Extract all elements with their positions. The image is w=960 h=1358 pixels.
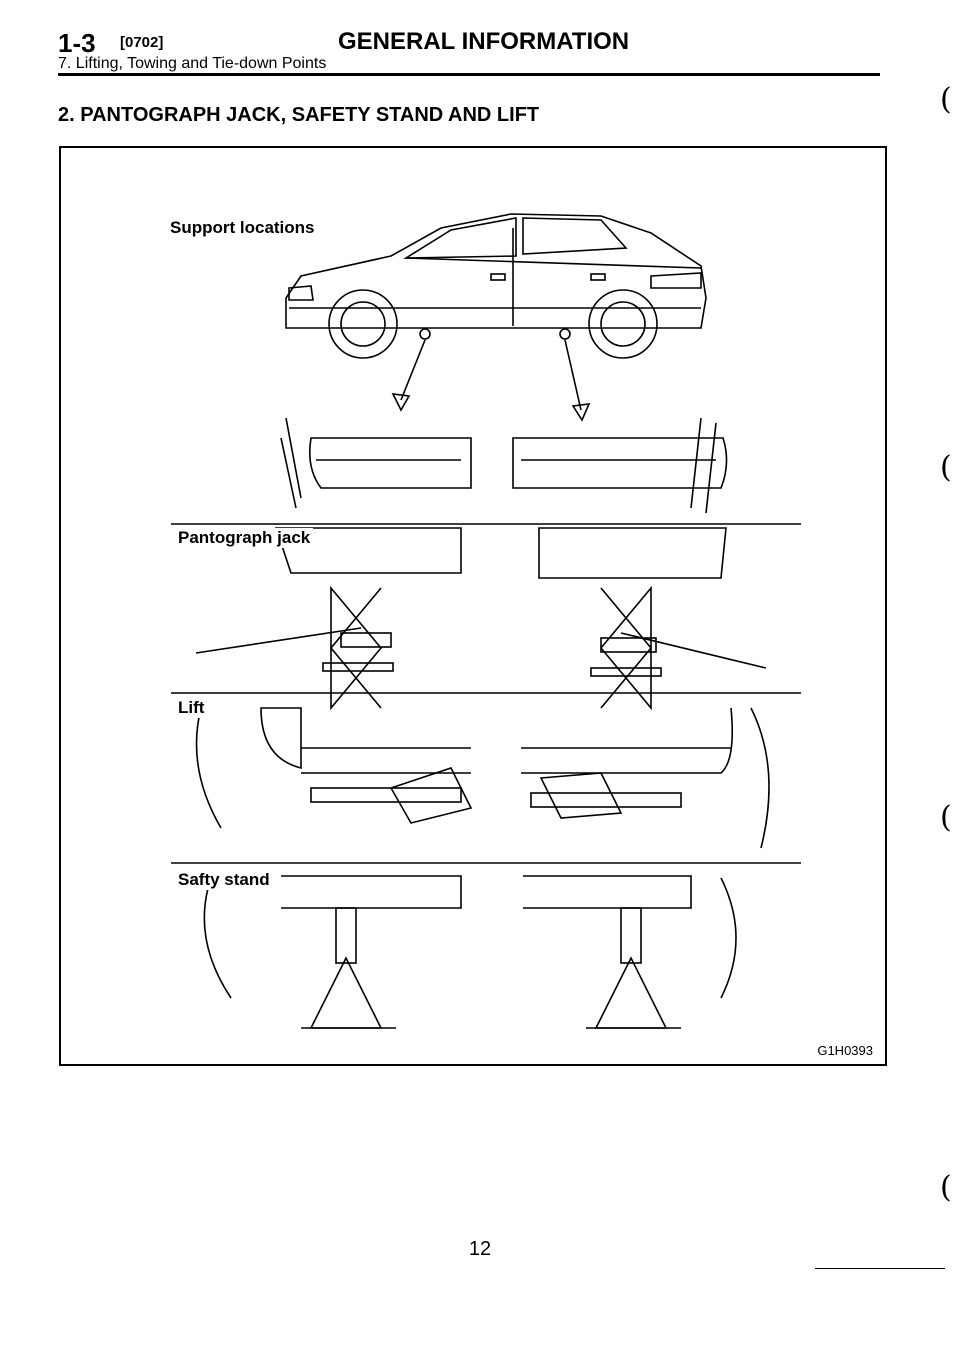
lift-label: Lift	[175, 698, 208, 718]
car-wheels	[328, 289, 658, 359]
footer-rule	[815, 1268, 945, 1269]
margin-bracket-4: (	[940, 1170, 952, 1205]
jack-right	[538, 527, 767, 711]
support-locations-label: Support locations	[167, 218, 318, 238]
figure-frame: Support locations Pantograph jack Lift S…	[59, 146, 887, 1066]
figure-id: G1H0393	[817, 1043, 873, 1058]
chapter-number: 1-3	[58, 28, 96, 58]
page-subtitle: 7. Lifting, Towing and Tie-down Points	[58, 55, 327, 72]
stand-left	[203, 875, 462, 1029]
support-arrows	[391, 328, 591, 422]
margin-bracket-1: (	[940, 82, 952, 117]
lift-right	[521, 707, 770, 849]
pantograph-jack-label: Pantograph jack	[175, 528, 314, 548]
margin-bracket-2: (	[940, 450, 952, 485]
margin-bracket-3: (	[940, 800, 952, 835]
lift-left	[195, 707, 473, 829]
header-rule	[58, 73, 880, 76]
section-title: 2. PANTOGRAPH JACK, SAFETY STAND AND LIF…	[58, 104, 540, 126]
page-title: GENERAL INFORMATION	[338, 28, 630, 55]
section-code: [0702]	[120, 34, 164, 51]
car-outline	[285, 213, 707, 329]
stand-right	[523, 875, 737, 1029]
jack-left	[195, 527, 462, 711]
page-number: 12	[468, 1238, 492, 1260]
safety-stand-label: Safty stand	[175, 870, 273, 890]
support-closeups	[280, 417, 728, 514]
figure-illustration	[171, 213, 801, 1029]
